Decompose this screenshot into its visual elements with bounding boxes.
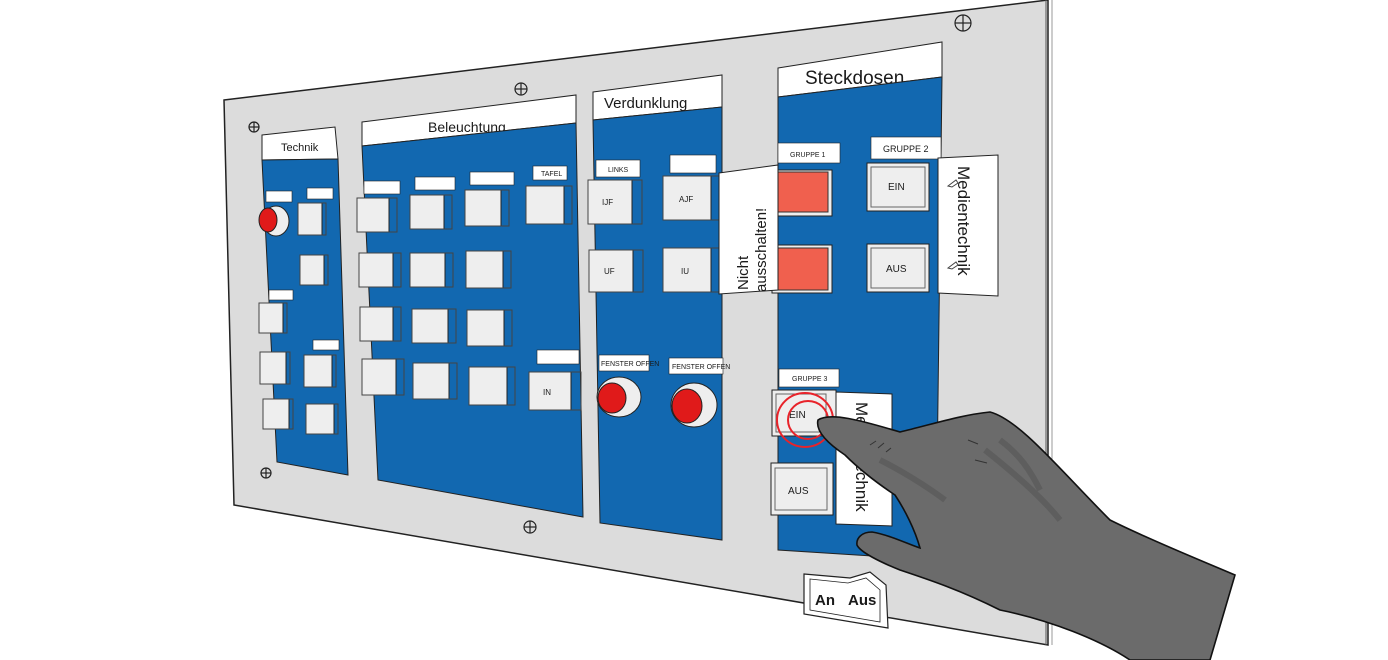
light-button[interactable] xyxy=(412,362,458,400)
medientechnik-sticker: Medientechnik xyxy=(937,154,999,297)
svg-text:Medientechnik: Medientechnik xyxy=(954,166,973,276)
svg-text:ausschalten!: ausschalten! xyxy=(753,208,770,292)
arrow-icon xyxy=(946,179,959,270)
label-tag xyxy=(265,190,293,203)
svg-text:AJF: AJF xyxy=(679,195,693,204)
group-3-label: GRUPPE 3 xyxy=(778,368,840,388)
screw-icon xyxy=(523,520,537,534)
svg-text:IU: IU xyxy=(681,267,689,276)
svg-text:AUS: AUS xyxy=(886,264,907,275)
technik-button[interactable] xyxy=(297,202,327,236)
light-button[interactable] xyxy=(411,308,457,344)
technik-button[interactable] xyxy=(262,398,294,430)
technik-button[interactable] xyxy=(258,302,288,334)
section-verdunklung: Verdunklung LINKS IJF AJF UF IU FENSTER … xyxy=(587,74,730,541)
section-title: Beleuchtung xyxy=(428,119,506,135)
light-button[interactable] xyxy=(409,252,454,288)
blind-button-down-left[interactable]: UF xyxy=(588,249,644,293)
light-button[interactable] xyxy=(525,185,573,225)
label-tag xyxy=(306,187,334,200)
group-2-off-button[interactable]: AUS xyxy=(866,243,930,293)
blind-button-up-left[interactable]: IJF xyxy=(587,179,643,225)
label-tag xyxy=(536,349,580,365)
light-button-in[interactable]: IN xyxy=(528,371,582,411)
group-1-indicator-on[interactable] xyxy=(771,169,833,217)
light-button[interactable] xyxy=(466,309,513,347)
light-button[interactable] xyxy=(356,197,398,233)
svg-text:EIN: EIN xyxy=(888,182,905,193)
label-tag xyxy=(268,289,294,301)
light-button[interactable] xyxy=(465,250,512,289)
light-button[interactable] xyxy=(464,189,510,227)
svg-text:TAFEL: TAFEL xyxy=(541,171,562,178)
light-button[interactable] xyxy=(409,194,453,230)
light-button[interactable] xyxy=(468,366,516,406)
section-title: Steckdosen xyxy=(805,68,904,89)
svg-text:AUS: AUS xyxy=(788,486,809,497)
window-open-red-button[interactable] xyxy=(596,376,642,418)
label-tag xyxy=(414,176,456,191)
emergency-red-button[interactable] xyxy=(258,205,290,237)
label-tag: TAFEL xyxy=(532,165,568,181)
svg-text:FENSTER OFFEN: FENSTER OFFEN xyxy=(672,364,730,371)
light-button[interactable] xyxy=(361,358,405,396)
svg-text:GRUPPE 2: GRUPPE 2 xyxy=(883,144,929,154)
svg-text:Nicht: Nicht xyxy=(735,255,752,290)
warning-sticker: Nicht ausschalten! xyxy=(718,164,779,295)
label-tag xyxy=(469,171,515,186)
light-button[interactable] xyxy=(359,306,402,342)
section-beleuchtung: Beleuchtung TAFEL IN xyxy=(356,94,584,518)
svg-text:FENSTER OFFEN: FENSTER OFFEN xyxy=(601,361,659,368)
svg-text:GRUPPE 1: GRUPPE 1 xyxy=(790,152,826,159)
label-tag xyxy=(363,180,401,195)
group-2-label: GRUPPE 2 xyxy=(870,136,942,160)
screw-icon xyxy=(954,14,972,32)
technik-button[interactable] xyxy=(305,403,339,435)
label-tag xyxy=(669,154,717,174)
group-3-off-button[interactable]: AUS xyxy=(770,462,834,516)
screw-icon xyxy=(248,121,260,133)
svg-text:UF: UF xyxy=(604,267,615,276)
group-1-label: GRUPPE 1 xyxy=(777,142,841,164)
window-open-red-button[interactable] xyxy=(670,382,718,428)
section-title: Technik xyxy=(281,142,319,154)
svg-text:LINKS: LINKS xyxy=(608,167,629,174)
screw-icon xyxy=(514,82,528,96)
on-off-tag: An Aus xyxy=(803,571,889,629)
technik-button[interactable] xyxy=(299,254,329,286)
svg-text:GRUPPE 3: GRUPPE 3 xyxy=(792,376,828,383)
group-1-indicator-off[interactable] xyxy=(771,244,833,294)
window-open-label: FENSTER OFFEN xyxy=(668,357,730,375)
section-title: Verdunklung xyxy=(604,95,687,112)
light-button[interactable] xyxy=(358,252,402,288)
window-open-label: FENSTER OFFEN xyxy=(598,354,659,372)
blind-button-down-right[interactable]: IU xyxy=(662,247,722,293)
svg-text:Aus: Aus xyxy=(848,592,876,609)
svg-text:IJF: IJF xyxy=(602,198,613,207)
svg-text:An: An xyxy=(815,592,835,609)
label-tag: LINKS xyxy=(595,159,641,178)
group-2-on-button[interactable]: EIN xyxy=(866,162,930,212)
label-tag xyxy=(312,339,340,351)
technik-button[interactable] xyxy=(303,354,337,388)
svg-text:IN: IN xyxy=(543,388,551,397)
section-technik: Technik xyxy=(258,126,349,476)
gloved-hand xyxy=(816,411,1236,660)
svg-text:EIN: EIN xyxy=(789,410,806,421)
screw-icon xyxy=(260,467,272,479)
blind-button-up-right[interactable]: AJF xyxy=(662,175,722,221)
technik-button[interactable] xyxy=(259,351,291,385)
